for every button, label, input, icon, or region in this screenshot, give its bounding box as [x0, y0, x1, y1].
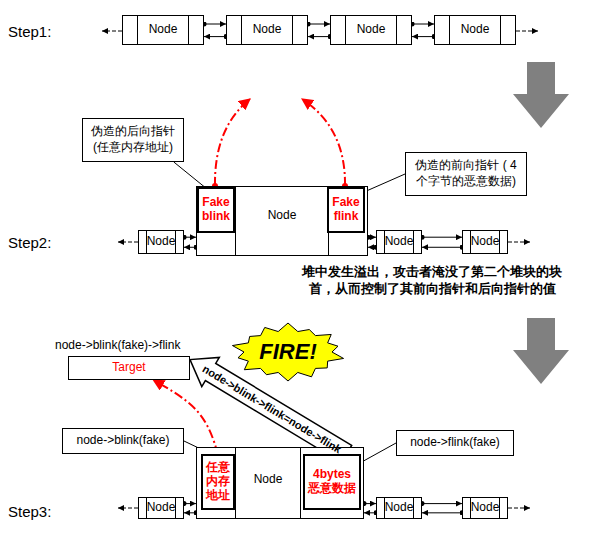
node-text: Node: [254, 472, 283, 488]
dangling-pointer: [508, 242, 530, 243]
overwritten-pointer-cell: 4bytes 恶意数据: [303, 454, 361, 510]
callout-box: 伪造的后向指针 (任意内存地址): [82, 118, 184, 162]
node-text: Node: [471, 500, 500, 516]
step-arrow: [513, 62, 569, 128]
pointer-arrow: [368, 247, 376, 248]
pointer-arrow: [422, 247, 462, 248]
fire-burst: FIRE!: [230, 322, 346, 382]
callout-box: node->blink(fake): [62, 428, 184, 454]
list-node: Node: [122, 15, 204, 45]
node-text: node->blink(fake): [76, 433, 169, 449]
node-text: Fake blink: [201, 196, 231, 224]
pointer-arrow: [412, 24, 434, 25]
node-text: Node: [149, 22, 178, 38]
node-text: Node: [461, 22, 490, 38]
node-text: Target: [112, 360, 145, 376]
pointer-arrow: [422, 512, 462, 513]
pointer-arrow: [368, 237, 376, 238]
node-text: Node: [253, 22, 282, 38]
list-node: Node: [138, 497, 184, 519]
node-text: 4bytes 恶意数据: [307, 468, 357, 496]
node-text: FIRE!: [259, 338, 316, 367]
pointer-arrow: [364, 512, 376, 513]
overwritten-pointer-cell: 任意内存地址: [201, 454, 235, 510]
dangling-pointer: [508, 508, 530, 509]
chunk-node: Node Fake blink Fake flink: [196, 186, 368, 256]
list-node: Node: [330, 15, 412, 45]
list-node: Node: [138, 230, 184, 254]
callout-leader: [361, 443, 396, 462]
fake-pointer-cell: Fake flink: [327, 187, 365, 233]
node-text: Node: [357, 22, 386, 38]
pointer-arrow: [422, 503, 462, 504]
callout-leader: [174, 162, 205, 187]
node-text: Node: [147, 500, 176, 516]
pointer-arrow: [204, 36, 226, 37]
list-node: Node: [376, 230, 422, 254]
node-text: Node: [385, 234, 414, 250]
callout-leader: [365, 174, 405, 192]
red-pointer-arrow: [302, 99, 345, 186]
dangling-pointer: [118, 242, 138, 243]
fake-pointer-cell: Fake blink: [197, 187, 235, 233]
pointer-arrow: [184, 247, 196, 248]
dangling-pointer: [118, 508, 138, 509]
node-text: node->flink(fake): [410, 435, 500, 451]
node-text: Node: [268, 208, 297, 224]
step-arrow: [513, 318, 569, 384]
list-node: Node: [462, 230, 508, 254]
node-text: Node: [385, 500, 414, 516]
red-pointer-arrow: [215, 99, 250, 186]
node-heading: node->blink(fake)->flink: [55, 338, 180, 354]
pointer-arrow: [422, 237, 462, 238]
node-text: 任意内存地址: [205, 461, 231, 502]
pointer-arrow: [308, 36, 330, 37]
step-label: Step2:: [8, 233, 51, 253]
list-node: Node: [434, 15, 516, 45]
chunk-node: Node 任意内存地址 4bytes 恶意数据: [196, 447, 364, 519]
pointer-arrow: [184, 503, 196, 504]
dangling-pointer: [516, 31, 538, 32]
callout-box: 伪造的前向指针 ( 4 个字节的恶意数据): [405, 152, 527, 196]
node-text: Node: [471, 234, 500, 250]
node-text: 伪造的后向指针 (任意内存地址): [89, 124, 177, 155]
step-label: Step1:: [8, 22, 51, 42]
list-node: Node: [462, 497, 508, 519]
list-node: Node: [376, 497, 422, 519]
pointer-arrow: [308, 24, 330, 25]
dangling-pointer: [102, 31, 122, 32]
node-text: Node: [147, 234, 176, 250]
step-label: Step3:: [8, 502, 51, 522]
pointer-arrow: [184, 237, 196, 238]
note-text: 堆中发生溢出，攻击者淹没了第二个堆块的块首，从而控制了其前向指针和后向指针的值: [300, 264, 564, 298]
pointer-arrow: [204, 24, 226, 25]
target-box: node->blink(fake)->flinkTarget: [68, 356, 190, 380]
pointer-arrow: [184, 512, 196, 513]
pointer-arrow: [364, 503, 376, 504]
edge-label: node->blink->flink=node->flink: [200, 362, 343, 455]
callout-box: node->flink(fake): [396, 430, 514, 456]
list-node: Node: [226, 15, 308, 45]
node-text: Fake flink: [331, 196, 361, 224]
pointer-arrow: [412, 36, 434, 37]
burst-outline: [232, 323, 343, 381]
node-text: 伪造的前向指针 ( 4 个字节的恶意数据): [412, 158, 520, 189]
